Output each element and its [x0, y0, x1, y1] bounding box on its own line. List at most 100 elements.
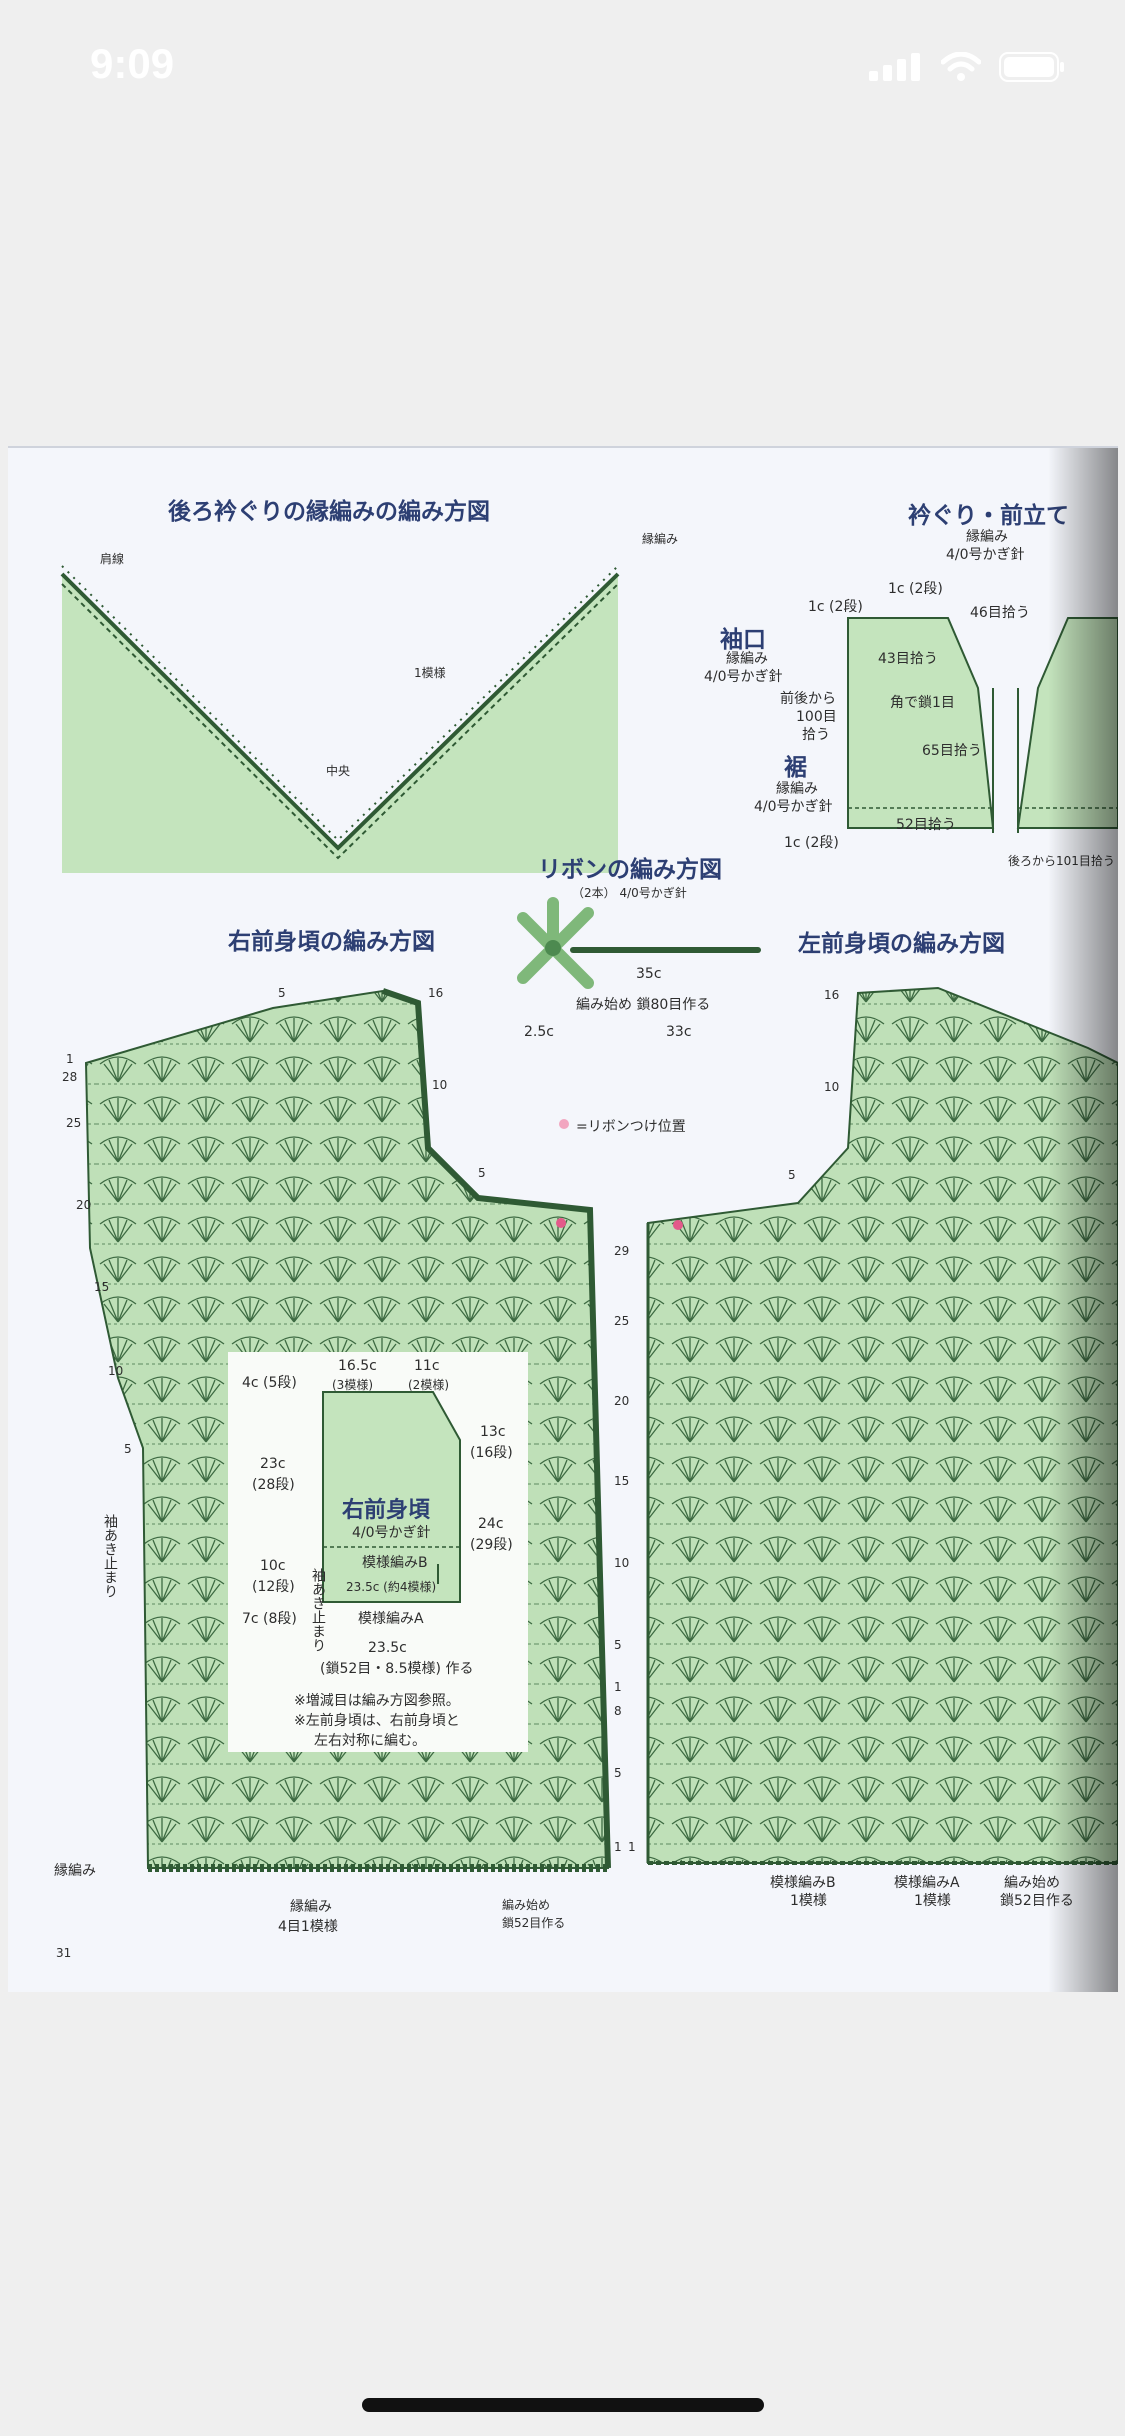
- sch-stop: 袖あき止まり: [310, 1568, 326, 1652]
- cf-label-l8: 拾う: [802, 727, 830, 743]
- page-curl-shadow: [1048, 448, 1118, 1992]
- row-number: 20: [76, 1198, 92, 1212]
- row-number: 1: [614, 1680, 622, 1694]
- lf-bottom-b2s: 1模様: [914, 1893, 951, 1909]
- center-label: 中央: [326, 764, 351, 778]
- ribbon-len1: 35c: [636, 966, 662, 982]
- row-number: 5: [278, 986, 286, 1000]
- sch-h2: 23c: [260, 1456, 286, 1472]
- sch-needle: 4/0号かぎ針: [352, 1525, 431, 1541]
- hem-title: 裾: [784, 755, 807, 781]
- signal-icon: [869, 53, 920, 81]
- sleeve-sub1: 縁編み: [726, 651, 768, 667]
- sch-pattern-a: 模様編みA: [358, 1611, 424, 1627]
- edge-label: 縁編み: [54, 1863, 96, 1879]
- ribbon-sub: （2本） 4/0号かぎ針: [572, 886, 687, 900]
- sch-h6: 24c: [478, 1516, 504, 1532]
- row-number: 1: [628, 1840, 636, 1854]
- back-collar-title: 後ろ衿ぐりの縁編みの編み方図: [168, 499, 490, 525]
- row-number: 5: [788, 1168, 796, 1182]
- cf-label-l5: 角で鎖1目: [890, 695, 955, 711]
- sleeve-sub2: 4/0号かぎ針: [704, 669, 783, 685]
- sch-w2s: (2模様): [408, 1378, 449, 1392]
- sleeve-title: 袖口: [720, 627, 766, 653]
- schematic-shape: [322, 1391, 461, 1603]
- right-front-title: 右前身頃の編み方図: [228, 929, 435, 955]
- sch-pattern-b-width: 23.5c (約4模様): [346, 1580, 437, 1594]
- row-number: 15: [94, 1280, 110, 1294]
- row-number: 8: [614, 1704, 622, 1718]
- edging-label: 縁編み: [642, 532, 679, 546]
- row-number: 5: [614, 1766, 622, 1780]
- rf-bottom-r2: 編み始め: [502, 1898, 551, 1912]
- lf-bottom-b3: 編み始め: [1004, 1875, 1060, 1891]
- sch-h3: 10c: [260, 1558, 286, 1574]
- rf-bottom-r1: 縁編み: [290, 1899, 332, 1915]
- cf-label-l6: 前後から: [780, 691, 836, 707]
- cf-label-l9: 65目拾う: [922, 743, 982, 759]
- row-number: 29: [614, 1244, 630, 1258]
- row-number: 15: [614, 1474, 630, 1488]
- cf-label-l7: 100目: [796, 709, 837, 725]
- row-number: 1: [66, 1052, 74, 1066]
- schematic-panel: [228, 1352, 528, 1752]
- sch-pattern-b: 模様編みB: [362, 1555, 428, 1571]
- battery-icon: [999, 52, 1064, 82]
- left-front-title: 左前身頃の編み方図: [798, 931, 1005, 957]
- sch-base: 23.5c: [368, 1640, 407, 1656]
- hem-sub2: 4/0号かぎ針: [754, 799, 833, 815]
- status-time: 9:09: [90, 40, 175, 87]
- cf-label-l3: 46目拾う: [970, 605, 1030, 621]
- ribbon-len2: 2.5c: [524, 1024, 554, 1040]
- sch-title: 右前身頃: [342, 1498, 431, 1523]
- sch-note1: ※増減目は編み方図参照。: [294, 1693, 460, 1709]
- sch-note2: ※左前身頃は、右前身頃と: [294, 1713, 460, 1729]
- rf-bottom-r1s: 4目1模様: [278, 1919, 338, 1935]
- row-number: 10: [614, 1556, 630, 1570]
- rf-bottom-r2s: 鎖52目作る: [502, 1916, 566, 1930]
- collar-front-sub1: 縁編み: [966, 529, 1008, 545]
- shoulder-label: 肩線: [100, 552, 125, 566]
- ribbon-title: リボンの編み方図: [538, 857, 722, 883]
- pattern-diagram-art: [60, 565, 1118, 1872]
- sch-base-sub: (鎖52目・8.5模様) 作る: [320, 1661, 474, 1677]
- cf-label-l11: 1c (2段): [784, 835, 839, 851]
- status-icons: [869, 52, 1065, 82]
- home-indicator[interactable]: [362, 2398, 764, 2412]
- row-number: 5: [478, 1166, 486, 1180]
- row-number: 1: [614, 1840, 622, 1854]
- sch-w2: 11c: [414, 1358, 440, 1374]
- lf-bottom-b2: 模様編みA: [894, 1875, 960, 1891]
- lf-bottom-b1: 模様編みB: [770, 1875, 836, 1891]
- collar-front-sub2: 4/0号かぎ針: [946, 547, 1025, 563]
- status-bar: 9:09: [0, 0, 1125, 140]
- sch-h4: 7c (8段): [242, 1611, 297, 1627]
- sch-h6s: (29段): [470, 1537, 513, 1553]
- collar-front-title: 衿ぐり・前立て: [908, 503, 1069, 529]
- sch-h3s: (12段): [252, 1579, 295, 1595]
- wifi-icon: [941, 52, 981, 81]
- hem-sub1: 縁編み: [776, 781, 818, 797]
- sch-h5: 13c: [480, 1424, 506, 1440]
- sch-h1: 4c (5段): [242, 1375, 297, 1391]
- ribbon-start: 編み始め 鎖80目作る: [576, 997, 711, 1013]
- sch-h5s: (16段): [470, 1445, 513, 1461]
- cf-label-l1: 1c (2段): [888, 581, 943, 597]
- lf-bottom-b3s: 鎖52目作る: [1000, 1893, 1074, 1909]
- row-number: 28: [62, 1070, 78, 1084]
- row-number: 16: [428, 986, 444, 1000]
- one-repeat-label: 1模様: [414, 666, 446, 680]
- sleeve-stop-label: 袖あき止まり: [102, 1514, 118, 1598]
- row-number: 16: [824, 988, 840, 1002]
- cf-label-l2: 1c (2段): [808, 599, 863, 615]
- row-number: 10: [432, 1078, 448, 1092]
- cf-label-l4: 43目拾う: [878, 651, 938, 667]
- cf-label-l12: 後ろから101目拾う: [1008, 852, 1115, 869]
- sch-note3: 左右対称に編む。: [314, 1733, 426, 1749]
- ribbon-position-legend: =リボンつけ位置: [576, 1119, 686, 1135]
- row-number: 10: [108, 1364, 124, 1378]
- lf-bottom-b1s: 1模様: [790, 1893, 827, 1909]
- row-number: 25: [614, 1314, 630, 1328]
- pattern-photo: 後ろ衿ぐりの縁編みの編み方図 肩線 縁編み 1模様 中央 衿ぐり・前立て 縁編み…: [8, 446, 1118, 1992]
- cf-label-l10: 52目拾う: [896, 817, 956, 833]
